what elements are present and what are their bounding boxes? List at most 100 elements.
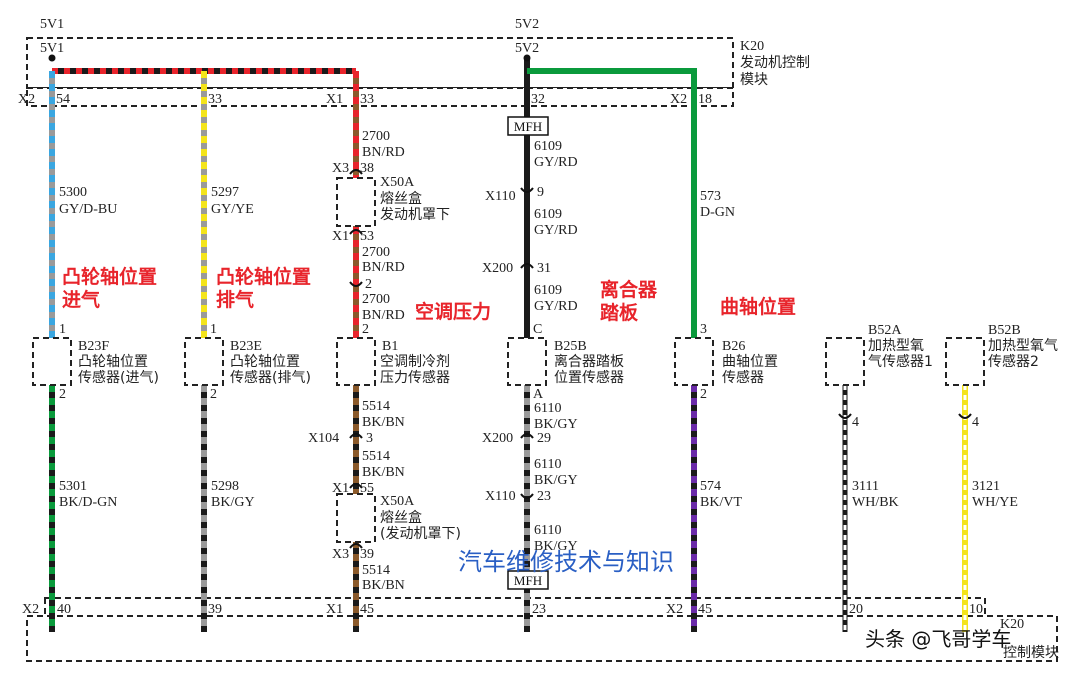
- label-cam-exhaust-2: 排气: [216, 288, 254, 311]
- inline-x110-23-conn: X110: [485, 489, 516, 504]
- sensor-b25b-pin-top: C: [533, 322, 542, 337]
- sensor-b23e-l1: 凸轮轴位置: [230, 354, 300, 370]
- sensor-b23f-id: B23F: [78, 339, 109, 354]
- module-name-top: K20: [740, 39, 764, 54]
- wire-6110b-color: BK/GY: [534, 473, 578, 488]
- sensor-b25b-l1: 离合器踏板: [554, 353, 624, 370]
- supply-5v2-outer: 5V2: [515, 17, 539, 32]
- sensor-b26-pin-top: 3: [700, 322, 707, 337]
- bot-pin-10: 10: [969, 602, 983, 617]
- splice-5v1: [48, 54, 56, 62]
- top-pin-54: 54: [56, 92, 70, 107]
- bot-pin-40: 40: [57, 602, 71, 617]
- mfh-top-label: MFH: [514, 119, 542, 134]
- inline-x104-3-conn: X104: [308, 431, 339, 446]
- sensor-b52b-pin-bot: 4: [972, 415, 979, 430]
- wire-573-color: D-GN: [700, 205, 735, 220]
- sensor-b23f-l2: 传感器(进气): [78, 369, 159, 386]
- module-bottom: [26, 597, 1058, 662]
- wire-2700c-num: 2700: [362, 292, 390, 307]
- wire-5514c-color: BK/BN: [362, 578, 405, 593]
- fusebox-x50a-top: [336, 177, 376, 227]
- wire-6109c-color: GY/RD: [534, 299, 578, 314]
- fusebox-bottom-name: X50A: [380, 494, 415, 509]
- label-ac-pressure: 空调压力: [415, 300, 491, 323]
- fusebox-top-name: X50A: [380, 175, 415, 190]
- sensor-b52b-l1: 加热型氧气: [988, 338, 1058, 354]
- inline-x110-9-conn: X110: [485, 189, 516, 204]
- wire-5514a-color: BK/BN: [362, 415, 405, 430]
- inline-x3-38-conn: X3: [332, 161, 349, 176]
- inline-x1-55-pin: 55: [360, 481, 374, 496]
- sensor-box-b52b: [945, 337, 985, 386]
- inline-x1-55-conn: X1: [332, 481, 349, 496]
- supply-5v1-inner: 5V1: [40, 41, 64, 56]
- wire-6109b-num: 6109: [534, 207, 562, 222]
- sensor-b23e-pin-top: 1: [210, 322, 217, 337]
- wire-2700a-num: 2700: [362, 129, 390, 144]
- sensor-b52a-l2: 气传感器1: [868, 353, 933, 370]
- sensor-b25b-id: B25B: [554, 339, 587, 354]
- inline-x3-39-pin: 39: [360, 547, 374, 562]
- module-desc-l2: 模块: [740, 72, 768, 88]
- wire-6110a-color: BK/GY: [534, 417, 578, 432]
- inline-pin-2: 2: [365, 277, 372, 292]
- label-crank: 曲轴位置: [720, 295, 796, 318]
- wire-574-color: BK/VT: [700, 495, 742, 510]
- fusebox-x50a-bottom: [336, 493, 376, 543]
- connector-marks: [349, 169, 972, 549]
- sensor-b25b-l2: 位置传感器: [554, 369, 624, 386]
- wire-6110b-num: 6110: [534, 457, 561, 472]
- label-cam-exhaust-1: 凸轮轴位置: [216, 265, 311, 288]
- sensor-b1-pin-top: 2: [362, 322, 369, 337]
- label-cam-intake-2: 进气: [62, 288, 100, 311]
- inline-x200-29-conn: X200: [482, 431, 513, 446]
- wire-5514c-num: 5514: [362, 563, 390, 578]
- sensor-b52a-pin-bot: 4: [852, 415, 859, 430]
- inline-x200-31-conn: X200: [482, 261, 513, 276]
- inline-x1-53-conn: X1: [332, 229, 349, 244]
- sensor-b23f-l1: 凸轮轴位置: [78, 354, 148, 370]
- wire-5514a-num: 5514: [362, 399, 390, 414]
- sensor-b23f-pin-top: 1: [59, 322, 66, 337]
- sensor-box-b26: [674, 337, 714, 386]
- wire-574-num: 574: [700, 479, 721, 494]
- wire-5300-num: 5300: [59, 185, 87, 200]
- top-conn-x2b: X2: [670, 92, 687, 107]
- wire-5514b-num: 5514: [362, 449, 390, 464]
- sensor-boxes: [32, 337, 985, 386]
- inline-x200-29-pin: 29: [537, 431, 551, 446]
- wires: [49, 58, 968, 632]
- sensor-box-b52a: [825, 337, 865, 386]
- wire-6110c-num: 6110: [534, 523, 561, 538]
- sensor-b23e-pin-bot: 2: [210, 387, 217, 402]
- text-layer: 5V1 5V1 5V2 5V2 K20 发动机控制 模块 X2 54 33 X1…: [18, 17, 1059, 661]
- module-bottom-connector-strip: [44, 597, 986, 617]
- wire-3111-color: WH/BK: [852, 495, 899, 510]
- sensor-b23e-id: B23E: [230, 339, 262, 354]
- wire-5297-color: GY/YE: [211, 202, 254, 217]
- bot-conn-x2b: X2: [666, 602, 683, 617]
- wire-5298-num: 5298: [211, 479, 239, 494]
- mfh-top: MFH: [507, 116, 549, 136]
- wire-5514b-color: BK/BN: [362, 465, 405, 480]
- wire-6109a-num: 6109: [534, 139, 562, 154]
- bot-pin-20: 20: [849, 602, 863, 617]
- mfh-bottom: MFH: [507, 570, 549, 590]
- wire-6109c-num: 6109: [534, 283, 562, 298]
- supply-5v1-outer: 5V1: [40, 17, 64, 32]
- module-desc-l1: 发动机控制: [740, 55, 810, 71]
- sensor-b52a-l1: 加热型氧: [868, 338, 924, 354]
- mfh-bottom-label: MFH: [514, 573, 542, 588]
- wire-3111-num: 3111: [852, 479, 879, 494]
- watermark-brand: 头条 @飞哥学车: [865, 627, 1011, 651]
- wire-6109a-color: GY/RD: [534, 155, 578, 170]
- wire-2700b-num: 2700: [362, 245, 390, 260]
- sensor-b26-l1: 曲轴位置: [722, 354, 778, 370]
- top-conn-x1: X1: [326, 92, 343, 107]
- wire-6110c-color: BK/GY: [534, 539, 578, 554]
- bot-conn-x2: X2: [22, 602, 39, 617]
- sensor-box-b23f: [32, 337, 72, 386]
- inline-x1-53-pin: 53: [360, 229, 374, 244]
